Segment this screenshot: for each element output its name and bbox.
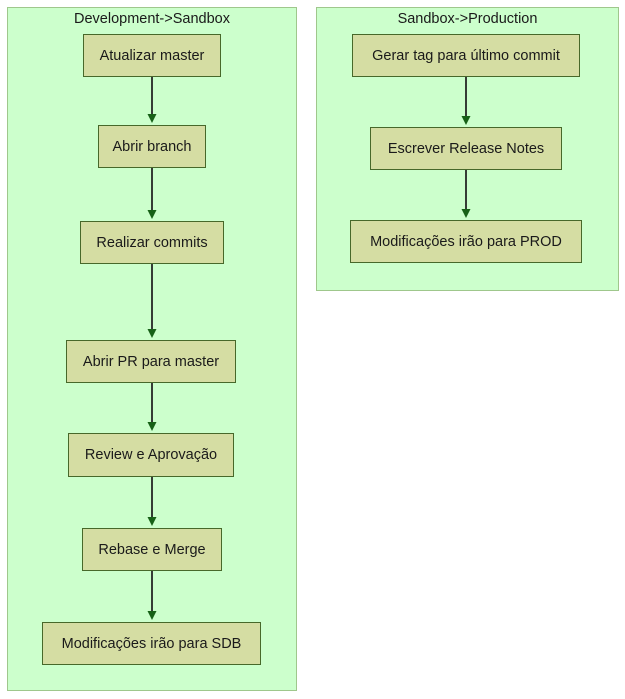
node-realizar-commits[interactable]: Realizar commits xyxy=(80,221,224,264)
node-abrir-pr-para-master[interactable]: Abrir PR para master xyxy=(66,340,236,383)
node-escrever-release-notes[interactable]: Escrever Release Notes xyxy=(370,127,562,170)
node-review-e-aprovacao[interactable]: Review e Aprovação xyxy=(68,433,234,477)
node-modificacoes-irao-para-sdb[interactable]: Modificações irão para SDB xyxy=(42,622,261,665)
node-rebase-e-merge[interactable]: Rebase e Merge xyxy=(82,528,222,571)
node-atualizar-master[interactable]: Atualizar master xyxy=(83,34,221,77)
node-modificacoes-irao-para-prod[interactable]: Modificações irão para PROD xyxy=(350,220,582,263)
node-gerar-tag-para-ultimo-commit[interactable]: Gerar tag para último commit xyxy=(352,34,580,77)
cluster-development-sandbox-title: Development->Sandbox xyxy=(74,11,230,27)
cluster-sandbox-production-title: Sandbox->Production xyxy=(397,11,538,27)
node-abrir-branch[interactable]: Abrir branch xyxy=(98,125,206,168)
